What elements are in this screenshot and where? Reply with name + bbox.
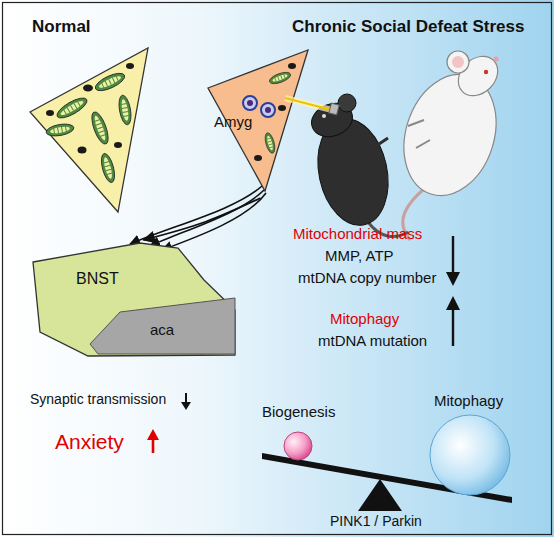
increase-arrow-shaft [152, 438, 155, 453]
black-mouse-ear [338, 94, 356, 112]
ball-outline [284, 432, 312, 460]
mitochondrion-matrix [266, 135, 274, 151]
mitophagy-ball: Mitophagy [430, 415, 510, 495]
increase-arrow-head [147, 429, 159, 440]
node-label: aca [150, 322, 174, 339]
region-outline [33, 243, 235, 356]
optic-fibre [285, 98, 332, 110]
mitochondrion-cristae [267, 138, 274, 148]
mitochondrion-matrix [102, 157, 113, 180]
outcome-label: Synaptic transmission [30, 392, 166, 407]
decrease-arrow-shaft [185, 393, 187, 404]
finding-item: mtDNA mutation [318, 333, 427, 350]
node-label: BNST [76, 270, 119, 288]
mitochondrion-cristae [275, 74, 286, 82]
decrease-arrow-shaft [452, 236, 454, 276]
vesicle-dot [278, 105, 286, 111]
axon-fibre [130, 186, 262, 244]
mitochondrion-cristae [54, 126, 67, 134]
axon-fibre [150, 190, 264, 246]
projection-arrow [144, 198, 261, 240]
mitochondrion-cristae [121, 104, 129, 117]
region-outline [90, 298, 235, 354]
frame-border [3, 3, 552, 535]
finding-heading: Mitochondrial mass [293, 226, 422, 243]
finding-item: mtDNA copy number [298, 270, 436, 287]
amygdala-neuron: Amyg [200, 48, 310, 198]
autophagosome-core [247, 100, 253, 106]
column-heading: Normal [32, 18, 91, 37]
vesicle-dot [83, 85, 93, 92]
mitochondrion-cristae [101, 76, 118, 88]
pathway-label: PINK1 / Parkin [330, 514, 422, 529]
mitochondrion-cristae [104, 161, 113, 174]
mitochondrion-matrix [120, 99, 129, 122]
neuron-outline [208, 50, 308, 191]
bnst-region: BNST aca [28, 240, 238, 358]
outcome-label: Anxiety [55, 430, 124, 453]
white-mouse-paw [408, 120, 430, 148]
mitochondrion [93, 70, 127, 94]
black-mouse-paw [366, 138, 388, 168]
node-shape [284, 432, 312, 460]
increase-arrow-head [446, 296, 460, 310]
mitochondrion [99, 152, 117, 184]
mitochondrion [263, 132, 276, 154]
mitochondrion [54, 94, 89, 121]
increase-arrow-shaft [452, 306, 454, 346]
column-heading: Chronic Social Defeat Stress [292, 18, 524, 37]
mitochondrion-matrix [59, 99, 85, 117]
ball-outline [430, 415, 510, 495]
light-glow [285, 98, 332, 110]
vesicle-dot [114, 142, 122, 148]
autophagosome [261, 103, 275, 117]
finding-item: MMP, ATP [325, 248, 394, 265]
mitochondrion-cristae [64, 101, 81, 114]
white-mouse-ear [447, 51, 469, 73]
mitochondrion [45, 122, 74, 138]
normal-neuron [30, 48, 148, 212]
mitochondrion [268, 70, 292, 86]
node-label: Mitophagy [434, 393, 503, 410]
black-mouse-eye [322, 114, 326, 118]
vesicle-dot [288, 63, 296, 69]
vesicle-dot [126, 63, 134, 69]
decrease-arrow-head [446, 272, 460, 286]
vesicle-dot [46, 110, 54, 116]
white-mouse-nose [494, 57, 499, 62]
mitochondrion-matrix [50, 126, 71, 135]
vesicle-dot [78, 147, 87, 154]
biogenesis-ball: Biogenesis [284, 432, 312, 460]
vesicle-dot [254, 155, 262, 161]
node-label: Biogenesis [262, 404, 335, 421]
white-mouse-ear-inner [452, 56, 464, 68]
autophagosome-core [265, 107, 271, 113]
mitochondrion [89, 110, 112, 146]
axon-fibre [162, 193, 266, 250]
node-label: Amyg [214, 114, 252, 131]
fibre-cannula [329, 103, 339, 115]
white-mouse-eye [484, 70, 488, 74]
mitochondrion-matrix [93, 115, 108, 141]
node-shape [430, 415, 510, 495]
white-mouse-head [450, 48, 505, 103]
mitochondrion-cristae [94, 119, 105, 136]
aca-region: aca [90, 298, 235, 354]
seesaw-fulcrum [358, 479, 402, 511]
autophagosome [243, 96, 257, 110]
mitochondrion-matrix [272, 73, 289, 83]
mitochondrion [117, 94, 133, 125]
finding-heading: Mitophagy [330, 311, 399, 328]
decrease-arrow-head [181, 402, 191, 410]
mitochondrion-matrix [98, 74, 122, 90]
